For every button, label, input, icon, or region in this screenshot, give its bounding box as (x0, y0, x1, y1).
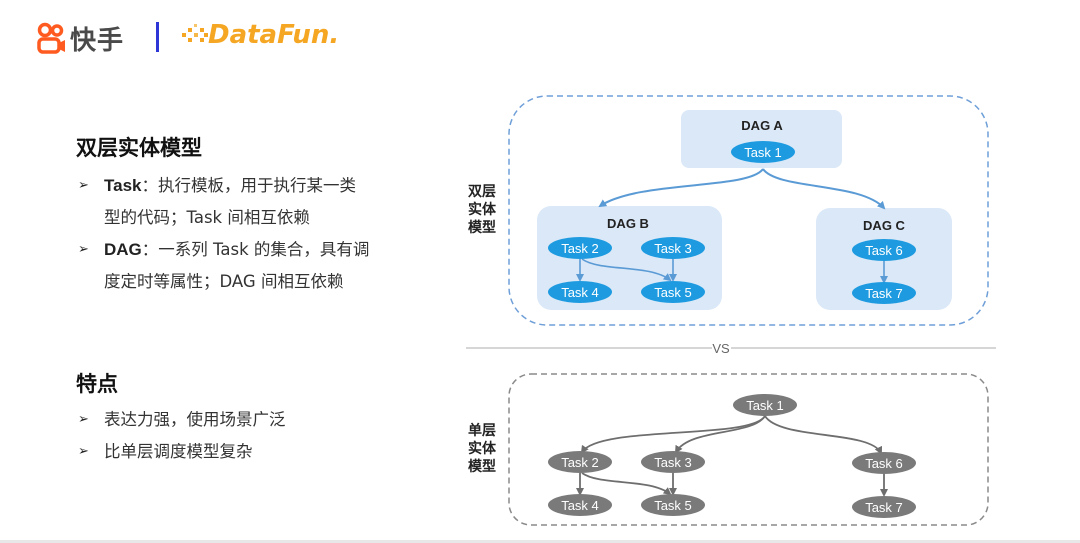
task-label: Task 1 (746, 398, 784, 413)
task-node: Task 3 (641, 451, 705, 473)
vs-label: VS (712, 341, 730, 356)
bullet-term: DAG (104, 240, 142, 259)
bullet-dag: ➢ DAG：一系列 Task 的集合，具有调 度定时等属性；DAG 间相互依赖 (78, 234, 408, 298)
task-node: Task 1 (733, 394, 797, 416)
bullet-arrow-icon: ➢ (78, 242, 89, 257)
task-label: Task 2 (561, 241, 599, 256)
double-layer-label: 双层 实体 模型 (467, 183, 497, 237)
task-node: Task 7 (852, 496, 916, 518)
label-line: 实体 (468, 202, 496, 218)
dag-title: DAG A (741, 118, 783, 133)
task-label: Task 7 (865, 286, 903, 301)
bullet-text: ：一系列 Task 的集合，具有调 (141, 240, 370, 259)
label-line: 实体 (468, 441, 496, 457)
task-edge (764, 415, 882, 455)
task-label: Task 5 (654, 498, 692, 513)
task-label: Task 3 (654, 455, 692, 470)
task-label: Task 1 (744, 145, 782, 160)
datafun-brand-text: DataFun. (208, 20, 340, 50)
section-title-features: 特点 (76, 372, 118, 396)
bullet-arrow-icon: ➢ (78, 412, 89, 427)
single-layer-frame (508, 373, 989, 526)
task-node: Task 7 (852, 282, 916, 304)
kuaishou-logo-icon (37, 22, 65, 54)
section-title-double-layer: 双层实体模型 (76, 136, 202, 160)
bullet-task: ➢ Task：执行模板，用于执行某一类 型的代码；Task 间相互依赖 (78, 170, 408, 234)
label-line: 双层 (468, 184, 496, 200)
single-layer-label: 单层 实体 模型 (467, 422, 497, 476)
task-label: Task 2 (561, 455, 599, 470)
dag-edge (762, 168, 886, 210)
bullet-text: 比单层调度模型复杂 (104, 442, 253, 461)
task-label: Task 5 (654, 285, 692, 300)
task-node: Task 4 (548, 494, 612, 516)
task-edge (581, 258, 672, 282)
task-edge (581, 472, 672, 496)
task-label: Task 7 (865, 500, 903, 515)
bullet-text: 型的代码；Task 间相互依赖 (104, 208, 310, 227)
bullet-arrow-icon: ➢ (78, 444, 89, 459)
task-node: Task 6 (852, 239, 916, 261)
dag-title: DAG B (607, 216, 649, 231)
dag-edge (598, 168, 764, 208)
header: 快手 DataFun. (0, 0, 1080, 70)
task-label: Task 6 (865, 243, 903, 258)
task-node: Task 2 (548, 237, 612, 259)
bullet-text: 表达力强，使用场景广泛 (104, 410, 286, 429)
task-edge (674, 415, 766, 454)
task-node: Task 6 (852, 452, 916, 474)
task-label: Task 3 (654, 241, 692, 256)
bottom-bar (0, 540, 1080, 543)
bullet-text: 度定时等属性；DAG 间相互依赖 (104, 272, 344, 291)
task-node: Task 1 (731, 141, 795, 163)
task-node: Task 4 (548, 281, 612, 303)
label-line: 单层 (468, 423, 496, 439)
label-line: 模型 (468, 459, 496, 475)
task-label: Task 6 (865, 456, 903, 471)
double-layer-frame (508, 95, 989, 326)
task-edge (580, 415, 766, 454)
kuaishou-brand-text: 快手 (70, 26, 125, 56)
dag-title: DAG C (863, 218, 906, 233)
bullet-arrow-icon: ➢ (78, 178, 89, 193)
bullet-feature: ➢ 比单层调度模型复杂 (78, 436, 408, 468)
bullet-feature: ➢ 表达力强，使用场景广泛 (78, 404, 408, 436)
bullet-term: Task (104, 176, 142, 195)
kuaishou-logo: 快手 (36, 20, 124, 57)
datafun-pixel-icon (182, 24, 208, 42)
task-node: Task 2 (548, 451, 612, 473)
label-line: 模型 (468, 220, 496, 236)
task-node: Task 5 (641, 281, 705, 303)
datafun-logo: DataFun. (182, 20, 339, 50)
logo-separator (156, 22, 159, 52)
task-label: Task 4 (561, 498, 599, 513)
task-label: Task 4 (561, 285, 599, 300)
task-node: Task 3 (641, 237, 705, 259)
dag-box-a (681, 110, 842, 168)
bullet-text: ：执行模板，用于执行某一类 (141, 176, 357, 195)
task-node: Task 5 (641, 494, 705, 516)
